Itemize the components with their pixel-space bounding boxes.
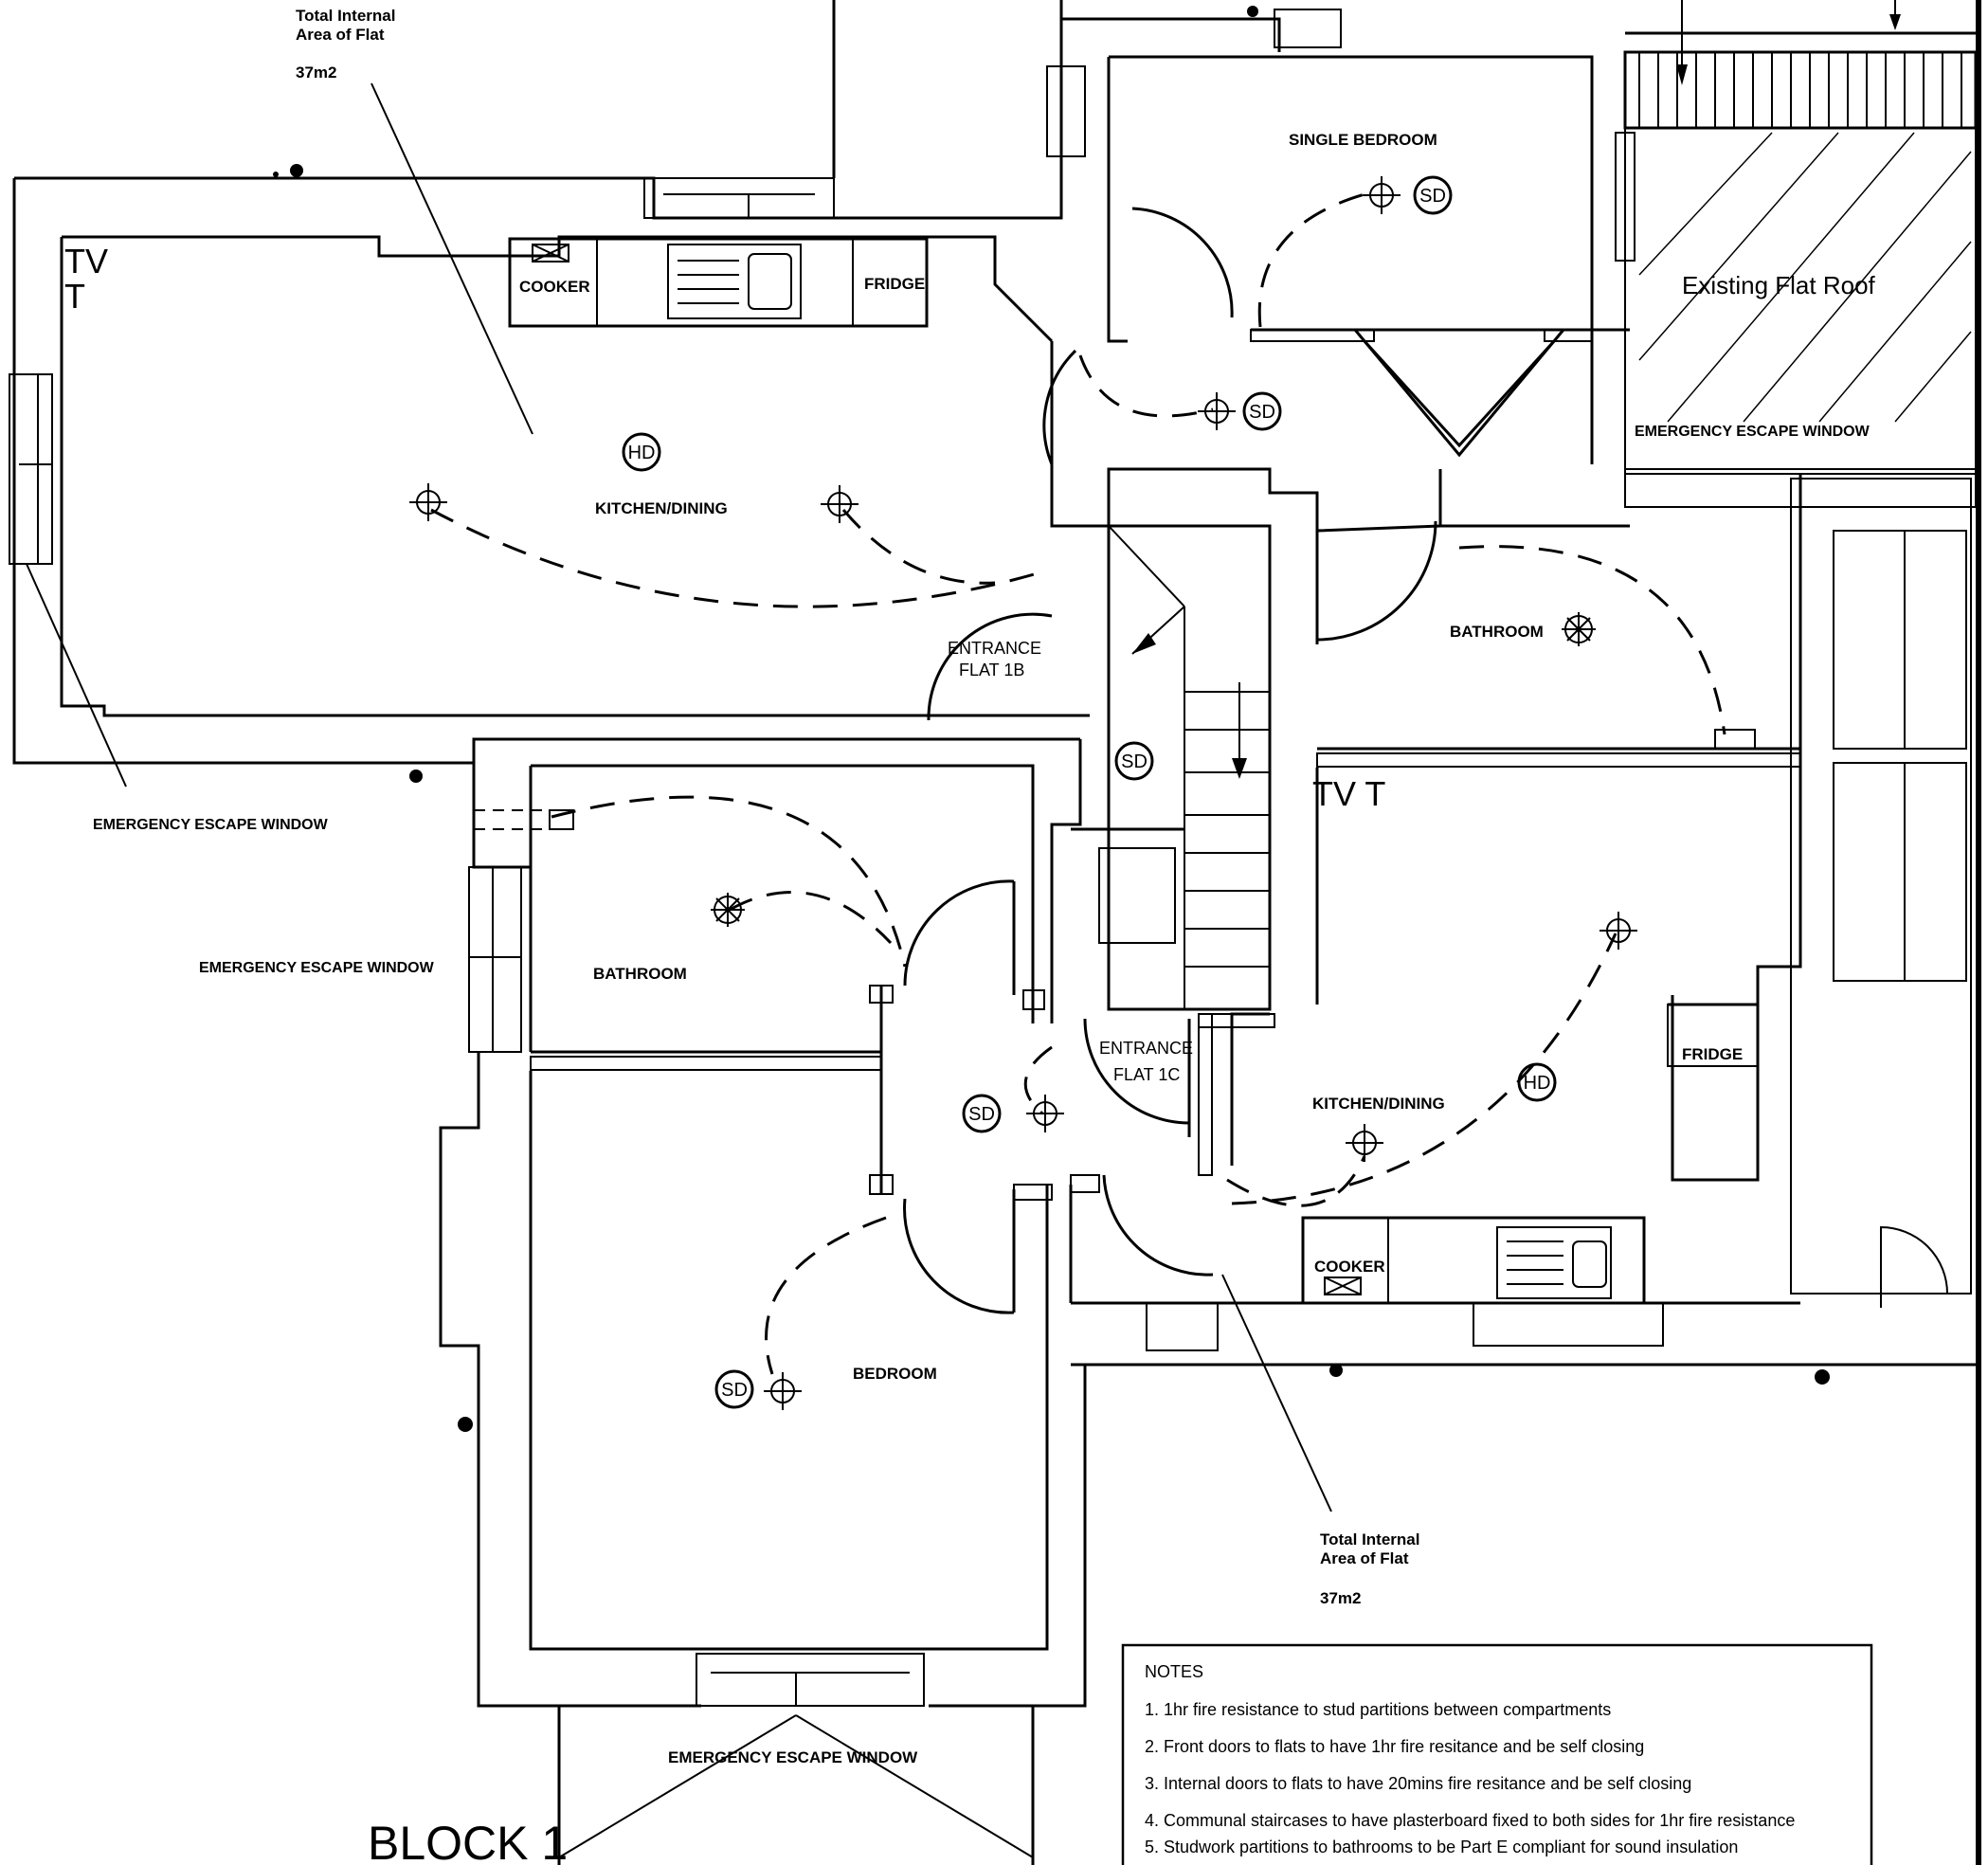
flat-1b-entrance-line1: ENTRANCE <box>948 639 1041 658</box>
single-bedroom-circuit <box>1257 192 1365 328</box>
notes-heading: NOTES <box>1145 1662 1203 1681</box>
light-fitting-icon <box>1363 176 1401 214</box>
smoke-detector-text: SD <box>968 1104 995 1125</box>
flat-1b-entrance-line2: FLAT 1B <box>959 661 1024 679</box>
flat-1c-escape-window-left: EMERGENCY ESCAPE WINDOW <box>199 960 435 976</box>
flat-1c-area-leader <box>1221 1274 1332 1512</box>
flat-1b-escape-leader <box>26 563 127 788</box>
bottom-escape-window-label: EMERGENCY ESCAPE WINDOW <box>668 1748 918 1766</box>
flat-1c-entrance-door-upper <box>1083 1018 1190 1125</box>
downpipe-markers <box>273 6 1830 1432</box>
core-circuit <box>1078 354 1214 418</box>
communal-staircase <box>1071 524 1272 1011</box>
note-item: 4. Communal staircases to have plasterbo… <box>1145 1811 1795 1830</box>
flat-1b-worktop <box>508 237 929 328</box>
flat-1b-cooker-label: COOKER <box>519 278 590 296</box>
heat-detector-icon: HD <box>622 432 661 472</box>
smoke-detector-text: SD <box>1121 751 1148 772</box>
flat-1b-area-label-line1: Total Internal <box>296 7 395 25</box>
flat-1c-entrance-line2: FLAT 1C <box>1113 1065 1180 1084</box>
light-fitting-icon <box>764 1372 802 1410</box>
roof-escape-window-label: EMERGENCY ESCAPE WINDOW <box>1635 424 1871 440</box>
heat-detector-text: HD <box>1524 1073 1551 1094</box>
flat-1c-entrance-line1: ENTRANCE <box>1099 1039 1193 1058</box>
smoke-detector-icon: SD <box>1413 175 1453 215</box>
smoke-detector-icon: SD <box>1114 741 1154 781</box>
light-fitting-icon <box>1599 912 1637 950</box>
flat-1b-area-value: 37m2 <box>296 63 336 81</box>
flat-1c-bathroom-circuit-1 <box>551 795 907 968</box>
smoke-detector-text: SD <box>721 1380 748 1401</box>
flat-1b-kitchen-label: KITCHEN/DINING <box>595 499 728 517</box>
note-item: 2. Front doors to flats to have 1hr fire… <box>1145 1737 1644 1756</box>
right-bathroom-label: BATHROOM <box>1450 623 1544 641</box>
extractor-fan-icons <box>711 612 1596 927</box>
flat-1c-cooker-label: COOKER <box>1314 1258 1385 1276</box>
flat-1c-left-walls <box>439 739 1100 1708</box>
heat-detector-icon: HD <box>1517 1062 1557 1102</box>
light-fitting-icon <box>1198 392 1236 430</box>
smoke-detector-icon: SD <box>1242 391 1282 431</box>
flat-1c-bathroom-door <box>903 879 1015 987</box>
flat-1c-bedroom-door <box>903 1198 1015 1314</box>
light-fitting-icons <box>409 176 1637 1410</box>
flat-1c-bathroom-circuit-2 <box>729 891 893 945</box>
smoke-detector-icon: SD <box>714 1369 754 1409</box>
note-item: 3. Internal doors to flats to have 20min… <box>1145 1774 1691 1793</box>
far-right-structure <box>1071 478 1976 1367</box>
note-item: 1. 1hr fire resistance to stud partition… <box>1145 1700 1611 1719</box>
note-item: 5. Studwork partitions to bathrooms to b… <box>1145 1838 1738 1856</box>
flat-1c-fridge-label: FRIDGE <box>1682 1045 1743 1063</box>
notes-box <box>1121 1643 1873 1865</box>
flat-1b-area-label-line2: Area of Flat <box>296 26 385 44</box>
smoke-detector-icon: SD <box>962 1094 1002 1133</box>
light-fitting-icon <box>821 485 858 523</box>
smoke-detector-text: SD <box>1419 186 1446 207</box>
flat-1b-walls <box>9 0 1090 765</box>
flat-1b-fridge-label: FRIDGE <box>864 275 925 293</box>
core-walls <box>1046 0 1636 644</box>
flat-1c-tv-t-label: TV T <box>1312 774 1385 813</box>
flat-1c-circuit-1 <box>1226 1155 1366 1207</box>
core-door-1 <box>1042 349 1077 465</box>
flat-1b-area-leader <box>370 82 533 435</box>
flat-1b-tv-label: TV <box>64 242 108 281</box>
flat-1c-area-label-line1: Total Internal <box>1320 1530 1419 1548</box>
flat-1b-circuit-2 <box>841 509 996 585</box>
light-fitting-icon <box>409 483 447 521</box>
flat-1c-bedroom-label: BEDROOM <box>853 1365 937 1383</box>
extractor-fan-icon <box>1562 612 1596 646</box>
single-bedroom-label: SINGLE BEDROOM <box>1289 131 1437 149</box>
light-fitting-icon <box>1026 1095 1064 1132</box>
bottom-bay <box>557 1706 1035 1865</box>
flat-roof-label: Existing Flat Roof <box>1682 271 1876 299</box>
block-title: BLOCK 1 <box>368 1817 568 1865</box>
single-bedroom-door <box>1131 207 1234 318</box>
flat-1c-circuit-2 <box>1231 932 1618 1205</box>
smoke-detector-text: SD <box>1249 402 1275 423</box>
flat-1b-circuit-1 <box>430 508 1039 608</box>
flat-1c-hall-circuit <box>1023 1045 1053 1115</box>
heat-detector-text: HD <box>628 443 656 463</box>
flat-1c-entrance-door-lower <box>1102 1174 1214 1277</box>
flat-1b-t-label: T <box>64 277 85 316</box>
flat-1c-bathroom-label: BATHROOM <box>593 965 687 983</box>
light-fitting-icon <box>1346 1124 1383 1162</box>
right-bathroom-circuit <box>1458 545 1726 735</box>
right-bathroom-door <box>1316 520 1437 642</box>
flat-1c-area-label-line2: Area of Flat <box>1320 1549 1409 1567</box>
flat-1c-area-value: 37m2 <box>1320 1589 1361 1607</box>
flat-1c-kitchen-walls <box>1146 768 1760 1351</box>
flat-1c-kitchen-label: KITCHEN/DINING <box>1312 1095 1445 1113</box>
flat-1b-escape-window-label: EMERGENCY ESCAPE WINDOW <box>93 817 329 833</box>
right-bathroom-walls <box>1315 474 1802 1182</box>
extractor-fan-icon <box>711 893 745 927</box>
flat-1b-entrance-door <box>927 612 1053 721</box>
flat-1c-bedroom-circuit <box>765 1216 887 1375</box>
